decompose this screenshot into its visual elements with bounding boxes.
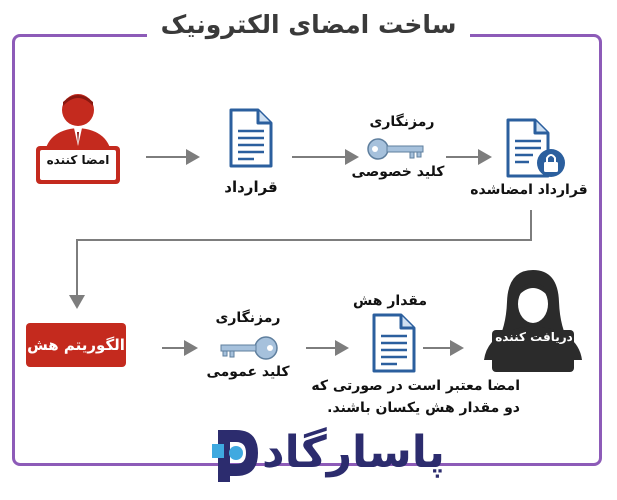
hash-algorithm-box: الگوریتم هش bbox=[26, 323, 126, 367]
diagram-title: ساخت امضای الکترونیک bbox=[0, 10, 617, 39]
encrypt-top-label: رمزنگاری bbox=[369, 114, 435, 130]
public-key-icon bbox=[218, 335, 280, 365]
contract-document-icon bbox=[228, 107, 274, 173]
public-key-label: کلید عمومی bbox=[206, 364, 290, 380]
receiver-icon bbox=[478, 268, 588, 382]
receiver-label: دریافت کننده bbox=[495, 330, 573, 344]
hash-value-document-icon bbox=[371, 312, 417, 378]
private-key-label: کلید خصوصی bbox=[351, 164, 445, 180]
signed-contract-icon bbox=[505, 117, 567, 185]
pasargad-logo-icon bbox=[210, 424, 262, 486]
encrypt-bottom-label: رمزنگاری bbox=[215, 310, 281, 326]
validity-note-line1: امضا معتبر است در صورتی که bbox=[311, 378, 520, 394]
signer-icon bbox=[30, 88, 126, 192]
arrow-signed-hash bbox=[69, 210, 532, 309]
signed-contract-label: قرارداد امضاشده bbox=[470, 182, 588, 198]
signer-label: امضا کننده bbox=[46, 153, 110, 167]
contract-label: قرارداد bbox=[224, 178, 278, 196]
validity-note-line2: دو مقدار هش یکسان باشند. bbox=[327, 400, 520, 416]
hash-value-label: مقدار هش bbox=[352, 293, 428, 309]
pasargad-logo: پاسارگاد bbox=[262, 427, 446, 478]
private-key-icon bbox=[366, 136, 426, 166]
